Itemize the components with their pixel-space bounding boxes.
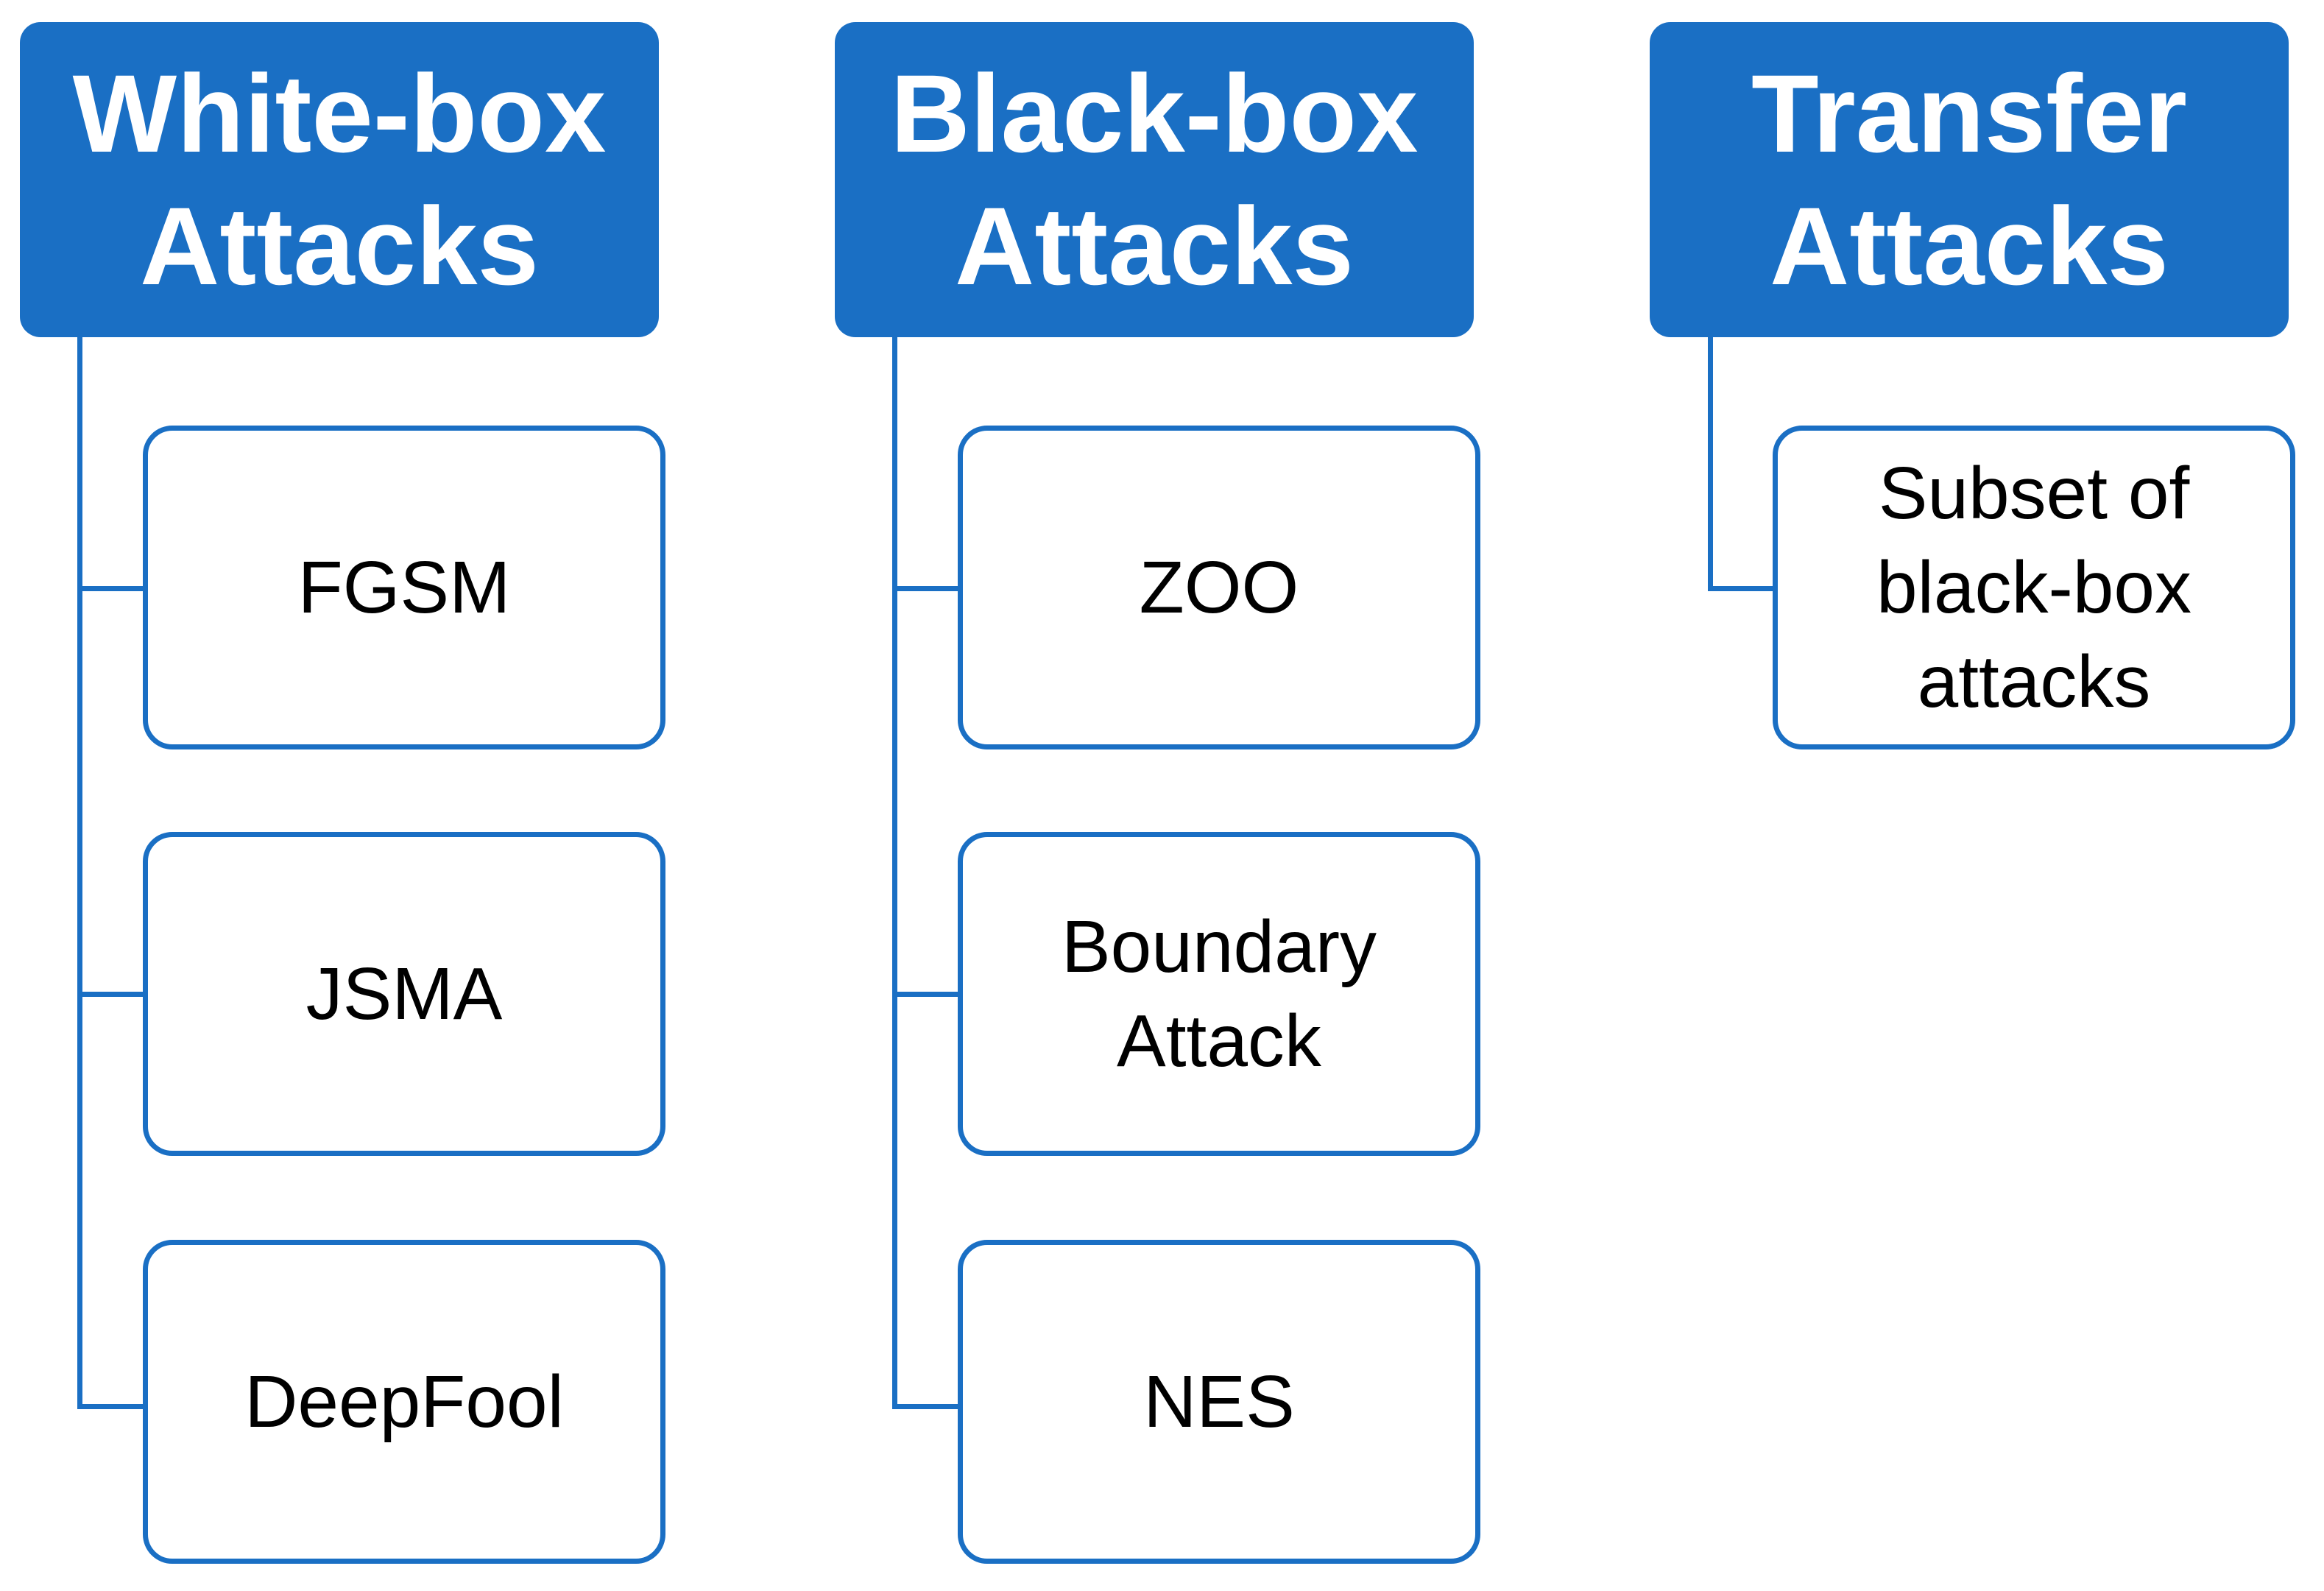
connector-branch-jsma [77,992,145,997]
connector-branch-boundary-attack [892,992,960,997]
leaf-zoo-label: ZOO [1139,546,1299,629]
leaf-fgsm-label: FGSM [297,546,511,629]
leaf-nes-label: NES [1143,1361,1295,1443]
leaf-deepfool-label: DeepFool [244,1361,564,1443]
leaf-subset-of-blackbox-attacks: Subset of black-box attacks [1773,426,2295,749]
leaf-deepfool: DeepFool [143,1240,665,1564]
leaf-fgsm: FGSM [143,426,665,749]
connector-spine-transfer [1708,337,1713,591]
leaf-boundary-attack-label: Boundary Attack [1061,906,1377,1082]
connector-branch-deepfool [77,1404,145,1409]
header-transfer-label: Transfer Attacks [1751,52,2187,308]
header-whitebox-attacks: White-box Attacks [20,22,659,337]
header-transfer-attacks: Transfer Attacks [1650,22,2289,337]
connector-branch-nes [892,1404,960,1409]
header-blackbox-attacks: Black-box Attacks [835,22,1474,337]
leaf-jsma: JSMA [143,832,665,1156]
connector-spine-whitebox [77,337,82,1409]
leaf-nes: NES [958,1240,1480,1564]
leaf-boundary-attack: Boundary Attack [958,832,1480,1156]
leaf-jsma-label: JSMA [305,953,503,1035]
connector-branch-zoo [892,586,960,591]
header-whitebox-label: White-box Attacks [72,52,607,308]
connector-spine-blackbox [892,337,897,1409]
leaf-subset-label: Subset of black-box attacks [1876,452,2191,723]
leaf-zoo: ZOO [958,426,1480,749]
connector-branch-fgsm [77,586,145,591]
header-blackbox-label: Black-box Attacks [890,52,1419,308]
connector-branch-subset [1708,586,1776,591]
